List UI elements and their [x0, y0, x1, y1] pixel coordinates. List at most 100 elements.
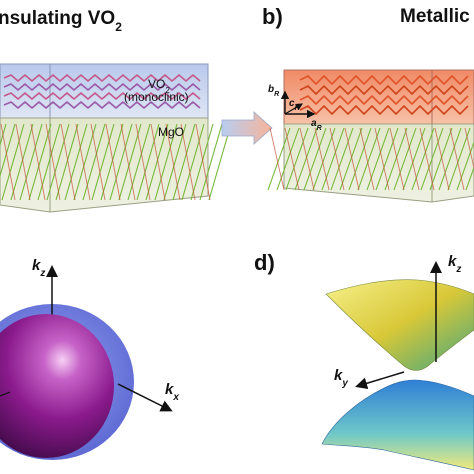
- panel-a-title: nsulating VO2: [0, 8, 122, 34]
- lattice-bond: [312, 127, 336, 191]
- lattice-bond: [136, 123, 160, 201]
- lattice-substrate-b: [267, 127, 474, 191]
- lattice-bond: [60, 123, 76, 201]
- lattice-bond: [15, 123, 31, 201]
- lattice-bond: [384, 127, 408, 191]
- panel-d: d) kz ky: [254, 250, 474, 471]
- lattice-bond: [46, 123, 70, 201]
- lattice-bond: [82, 123, 106, 201]
- lattice-bond: [181, 123, 205, 201]
- panel-d-upper-cone: [325, 279, 474, 371]
- panel-b-lattice: [267, 75, 474, 191]
- transition-arrow: [221, 111, 273, 145]
- lattice-bond: [429, 127, 453, 191]
- lattice-bond: [267, 127, 291, 191]
- lattice-bond: [465, 165, 474, 191]
- panel-b-axis-a: aR: [311, 118, 322, 132]
- lattice-bond: [180, 123, 196, 201]
- lattice-bond: [64, 123, 88, 201]
- lattice-bond: [329, 127, 345, 191]
- lattice-bond: [284, 127, 300, 191]
- panel-d-ky-axis: [355, 371, 405, 390]
- lattice-bond: [90, 123, 106, 201]
- lattice-bond: [434, 127, 450, 191]
- lattice-bond: [28, 123, 52, 201]
- lattice-bond: [404, 127, 420, 191]
- lattice-bond: [195, 123, 211, 201]
- lattice-bond: [419, 127, 435, 191]
- panel-d-label: d): [254, 250, 275, 275]
- lattice-bond: [330, 127, 354, 191]
- lattice-bond: [120, 123, 136, 201]
- lattice-bond: [393, 127, 417, 191]
- lattice-bond: [344, 127, 360, 191]
- panel-b-axis-b: bR: [268, 84, 279, 98]
- lattice-bond: [19, 123, 43, 201]
- lattice-chain: [299, 75, 469, 85]
- lattice-chain: [3, 83, 201, 91]
- panel-b: b) Metallic bR cR aR: [262, 4, 474, 203]
- lattice-bond: [105, 123, 121, 201]
- lattice-bond: [294, 127, 318, 191]
- panel-b-label: b): [262, 4, 283, 29]
- lattice-bond: [55, 123, 79, 201]
- lattice-bond: [359, 127, 375, 191]
- panel-a-mgo-layer: [0, 117, 209, 213]
- panel-a: nsulating VO2 VO2 (monoclinic) MgO: [0, 8, 232, 213]
- lattice-chain: [299, 95, 469, 105]
- lattice-bond: [339, 127, 363, 191]
- panel-b-title: Metallic: [400, 6, 470, 27]
- lattice-bond: [154, 123, 178, 201]
- lattice-bond: [37, 123, 61, 201]
- lattice-bond: [100, 123, 124, 201]
- lattice-bond: [163, 123, 187, 201]
- panel-a-mgo-label: MgO: [158, 125, 184, 139]
- lattice-chain: [3, 74, 201, 82]
- lattice-bond: [389, 127, 405, 191]
- lattice-bond: [449, 127, 465, 191]
- lattice-bond: [314, 127, 330, 191]
- lattice-bond: [10, 123, 34, 201]
- lattice-bond: [165, 123, 181, 201]
- lattice-bond: [127, 123, 151, 201]
- lattice-chain: [299, 85, 469, 95]
- lattice-bond: [357, 127, 381, 191]
- lattice-bond: [1, 123, 25, 201]
- lattice-bond: [30, 123, 46, 201]
- lattice-chain: [3, 92, 201, 100]
- panel-a-vo2-label: VO2: [148, 77, 170, 95]
- lattice-bond: [199, 123, 223, 201]
- lattice-bond: [447, 127, 471, 191]
- lattice-chain: [299, 105, 469, 115]
- lattice-bond: [0, 123, 16, 178]
- lattice-bond: [348, 127, 372, 191]
- lattice-bond: [299, 127, 315, 191]
- lattice-bond: [109, 123, 133, 201]
- lattice-bond: [374, 127, 390, 191]
- lattice-bond: [375, 127, 399, 191]
- lattice-bond: [269, 127, 285, 191]
- lattice-bond: [366, 127, 390, 191]
- lattice-bond: [321, 127, 345, 191]
- lattice-bond: [0, 123, 16, 201]
- lattice-bond: [208, 123, 232, 201]
- lattice-bond: [172, 123, 196, 201]
- lattice-bond: [420, 127, 444, 191]
- panel-b-axis-c: cR: [289, 98, 300, 112]
- panel-d-lower-cone: [321, 379, 474, 471]
- panel-b-mgo-layer: [283, 123, 474, 203]
- lattice-bond: [411, 127, 435, 191]
- lattice-bond: [303, 127, 327, 191]
- lattice-bond: [135, 123, 151, 201]
- lattice-bond: [145, 123, 169, 201]
- panel-d-kz-label: kz: [448, 253, 461, 275]
- lattice-bond: [73, 123, 97, 201]
- lattice-bond: [190, 123, 214, 201]
- panel-c-fermi-sphere: [0, 314, 114, 458]
- lattice-bond: [402, 127, 426, 191]
- lattice-bond: [464, 127, 474, 170]
- panel-a-monoclinic-label: (monoclinic): [124, 90, 189, 104]
- panel-c-kx-label: kx: [165, 381, 179, 403]
- lattice-bond: [276, 127, 300, 191]
